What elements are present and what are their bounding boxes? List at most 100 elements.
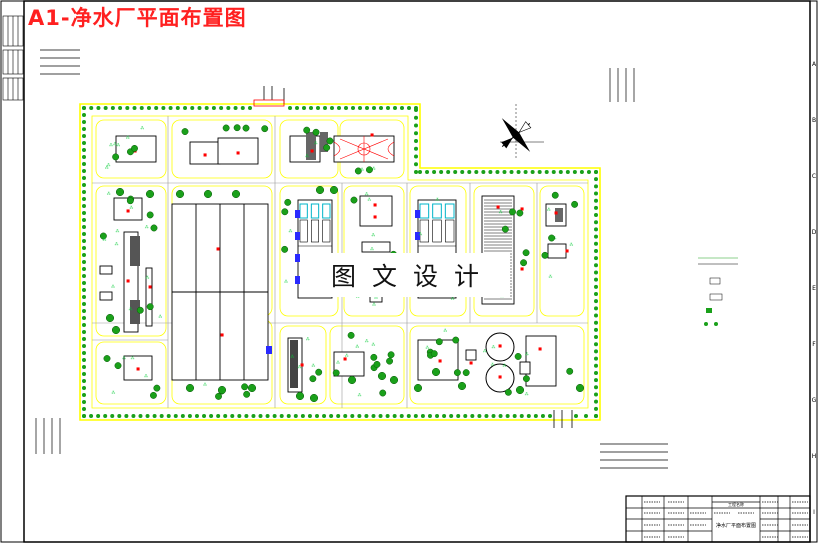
grass-tuft-icon: ⁂ — [109, 142, 113, 147]
zone-letter: G — [812, 397, 817, 404]
fence-tree-icon — [146, 106, 151, 110]
tree-icon — [315, 185, 325, 195]
fence-tree-icon — [399, 414, 404, 418]
gates — [253, 86, 573, 428]
fence-tree-icon — [523, 170, 528, 174]
fence-tree-icon — [82, 379, 86, 383]
fence-tree-icon — [197, 106, 202, 110]
fence-tree-icon — [265, 414, 270, 418]
tree-icon — [315, 368, 323, 376]
tree-icon — [516, 209, 524, 217]
fence-tree-icon — [89, 414, 94, 418]
fence-tree-icon — [295, 106, 299, 110]
zone-letter: A — [812, 61, 817, 68]
tree-icon — [387, 351, 395, 359]
tree-icon — [329, 185, 339, 195]
fence-tree-icon — [82, 323, 86, 327]
fence-tree-icon — [378, 414, 383, 418]
tree-icon — [435, 338, 443, 346]
fence-tree-icon — [414, 154, 418, 159]
fence-tree-icon — [230, 414, 235, 418]
fence-tree-icon — [286, 414, 291, 418]
tree-icon — [231, 189, 241, 199]
structure-number-label: ■ — [220, 332, 224, 337]
legend — [698, 257, 738, 326]
fence-tree-icon — [572, 170, 577, 174]
fence-tree-icon — [279, 414, 284, 418]
tree-icon — [217, 385, 227, 395]
structure-number-label: ■ — [126, 278, 130, 283]
fence-tree-icon — [357, 414, 362, 418]
zone-letters: ABCDEFGHIJ — [812, 61, 817, 516]
fence-tree-icon — [316, 106, 320, 110]
fence-tree-icon — [154, 106, 159, 110]
fence-tree-icon — [337, 106, 341, 110]
grass-tuft-icon: ⁂ — [111, 390, 115, 395]
grass-tuft-icon: ⁂ — [158, 314, 162, 319]
tree-icon — [233, 124, 241, 132]
tree-icon — [114, 362, 122, 370]
fence-tree-icon — [117, 414, 122, 418]
fence-tree-icon — [132, 106, 137, 110]
road-block-outline — [279, 185, 339, 317]
fence-tree-icon — [498, 414, 503, 418]
fence-tree-icon — [400, 106, 404, 110]
grass-tuft-icon: ⁂ — [126, 135, 130, 140]
filter-bay — [299, 219, 308, 243]
fence-tree-icon — [82, 316, 86, 320]
fence-tree-icon — [540, 414, 545, 418]
pump-equipment — [130, 300, 140, 324]
tree-icon — [243, 390, 251, 398]
tree-icon — [332, 369, 340, 377]
grass-tuft-icon: ⁂ — [372, 302, 376, 307]
fence-tree-icon — [551, 170, 556, 174]
road-block-outline — [171, 119, 273, 179]
fence-tree-icon — [413, 414, 418, 418]
tree-icon — [501, 225, 509, 233]
fence-tree-icon — [512, 414, 517, 418]
drawing-name: 净水厂平面布置图 — [716, 522, 756, 529]
fence-tree-icon — [594, 306, 598, 311]
tree-icon — [126, 197, 134, 205]
filter-cell — [299, 203, 308, 219]
tree-icon — [145, 189, 155, 199]
fence-tree-icon — [594, 385, 598, 390]
fence-tree-icon — [82, 386, 86, 390]
grass-tuft-icon: ⁂ — [499, 210, 503, 215]
grass-tuft-icon: ⁂ — [306, 337, 310, 342]
structure-number-label: ■ — [373, 202, 377, 207]
fence-tree-icon — [82, 344, 86, 348]
fence-tree-icon — [89, 106, 94, 110]
fence-tree-icon — [594, 270, 598, 275]
tree-icon — [203, 189, 213, 199]
fence-tree-icon — [594, 241, 598, 246]
fence-tree-icon — [204, 106, 209, 110]
tree-icon — [295, 391, 305, 401]
fence-tree-icon — [594, 299, 598, 304]
fence-tree-icon — [82, 337, 86, 341]
tree-icon — [242, 124, 250, 132]
fence-tree-icon — [488, 170, 493, 174]
fence-tree-icon — [82, 225, 86, 229]
road-block-outline — [539, 185, 585, 317]
fence-tree-icon — [594, 313, 598, 318]
fence-tree-icon — [211, 106, 216, 110]
filter-cells — [130, 132, 563, 388]
fence-tree-icon — [82, 372, 86, 376]
tree-icon — [413, 383, 423, 393]
fence-tree-icon — [594, 263, 598, 268]
tree-icon — [326, 137, 334, 145]
fence-tree-icon — [82, 267, 86, 271]
zone-letter: F — [812, 341, 816, 348]
grass-tuft-icon: ⁂ — [547, 207, 551, 212]
tree-icon — [247, 383, 257, 393]
grass-tuft-icon: ⁂ — [371, 342, 375, 347]
road-block-outline — [343, 185, 405, 317]
tree-icon — [281, 245, 289, 253]
fence-tree-icon — [594, 198, 598, 203]
fence-tree-icon — [379, 106, 383, 110]
grass-tuft-icon: ⁂ — [128, 307, 132, 312]
fence-tree-icon — [82, 288, 86, 292]
fence-tree-icon — [594, 248, 598, 253]
fence-tree-icon — [226, 106, 231, 110]
